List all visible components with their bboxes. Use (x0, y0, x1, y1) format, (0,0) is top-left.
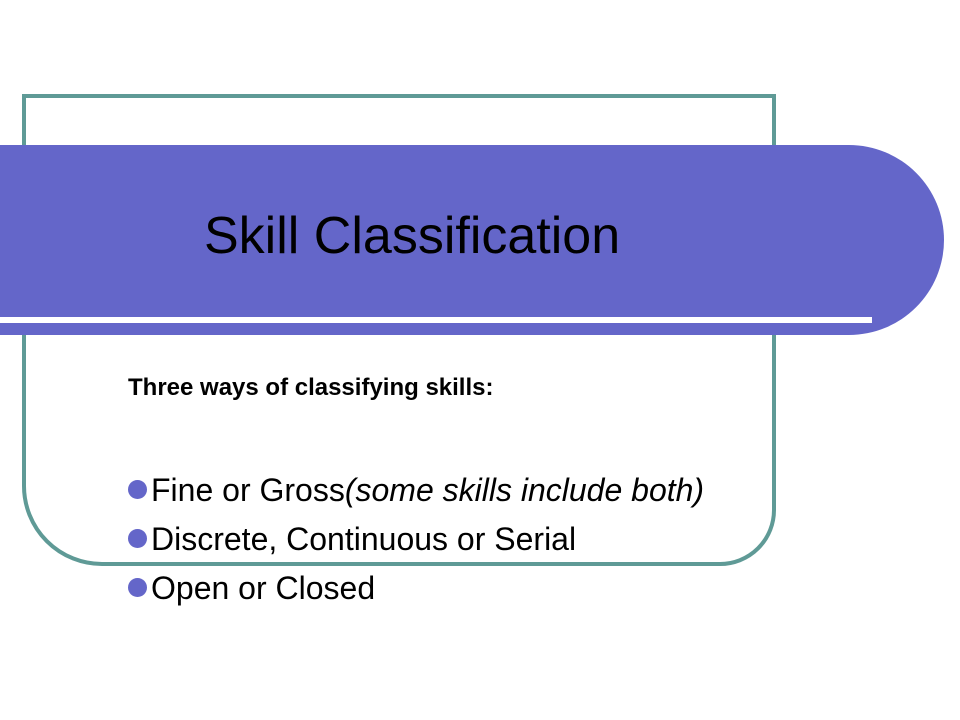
bullet-text: Open or Closed (151, 570, 376, 606)
bullet-text: Fine or Gross (151, 472, 345, 508)
list-item: Fine or Gross(some skills include both) (128, 472, 808, 509)
list-item: Discrete, Continuous or Serial (128, 521, 808, 558)
bullet-list: Fine or Gross(some skills include both) … (128, 472, 808, 619)
bullet-dot-icon (128, 529, 147, 548)
bullet-note: (some skills include both) (344, 472, 705, 508)
title-banner (0, 145, 944, 335)
title-underline-rule (0, 317, 872, 323)
list-item: Open or Closed (128, 570, 808, 607)
bullet-dot-icon (128, 480, 147, 499)
slide-title: Skill Classification (204, 207, 621, 265)
bullet-text: Discrete, Continuous or Serial (151, 521, 577, 557)
slide-subtitle: Three ways of classifying skills: (128, 374, 494, 401)
bullet-dot-icon (128, 578, 147, 597)
